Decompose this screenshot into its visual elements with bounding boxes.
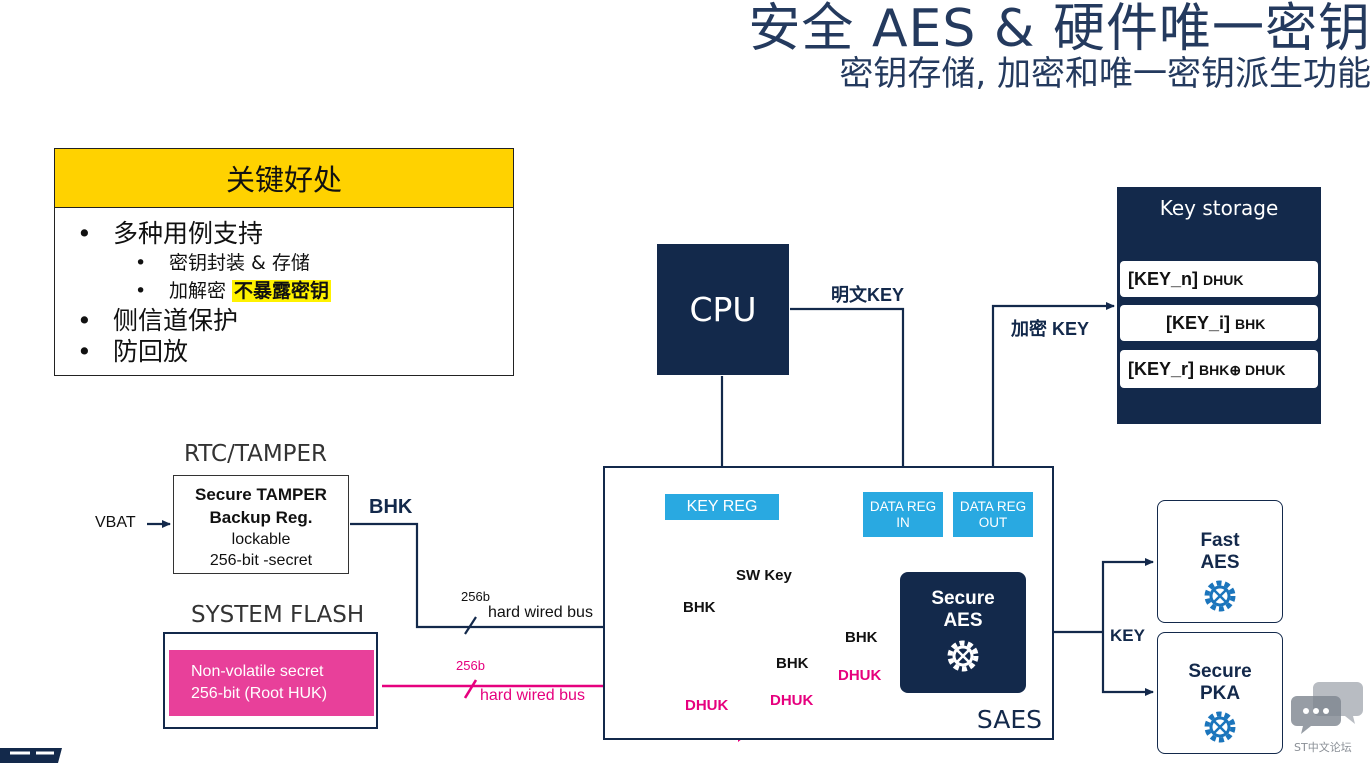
key-output-label: KEY xyxy=(1110,626,1145,645)
key-to-secure-pka-arrow xyxy=(1101,632,1154,696)
saes-dhuk-label-3: DHUK xyxy=(838,667,882,684)
key-to-fast-aes-arrow xyxy=(1101,558,1154,632)
bhk-bus-width: 256b xyxy=(461,589,490,604)
keygen-line-2: GEN xyxy=(643,682,667,694)
secure-pka-line-2: PKA xyxy=(1199,683,1241,704)
key-slot: [KEY_r] BHK⊕ DHUK xyxy=(1120,350,1318,388)
slide-title: 安全 AES & 硬件唯一密钥 xyxy=(748,0,1371,59)
benefit-item: 侧信道保护 xyxy=(77,305,513,336)
tamper-line-2: Backup Reg. xyxy=(209,508,313,527)
key-slot: [KEY_n] DHUK xyxy=(1120,261,1318,297)
plain-key-label: 明文KEY xyxy=(831,285,905,305)
secure-tamper-block: Secure TAMPER Backup Reg. lockable 256-b… xyxy=(173,475,349,574)
fast-aes-block: Fast AES xyxy=(1157,500,1283,623)
benefit-item: 防回放 xyxy=(77,336,513,367)
keygen-line-1: KEY xyxy=(643,669,666,681)
vbat-label: VBAT xyxy=(95,514,136,531)
key-benefits-box: 关键好处 多种用例支持 密钥封装 & 存储 加解密 不暴露密钥 侧信道保护 防回… xyxy=(54,148,514,376)
sw-key-label: SW Key xyxy=(736,567,792,584)
fast-aes-line-1: Fast xyxy=(1200,530,1240,551)
encrypted-key-label: 加密 KEY xyxy=(1011,319,1090,339)
huk-bus-width: 256b xyxy=(456,658,485,673)
fast-aes-line-2: AES xyxy=(1200,552,1240,573)
benefit-highlight: 不暴露密钥 xyxy=(232,280,332,302)
plain-key-arrow xyxy=(790,307,907,491)
saes-dhuk-label-1: DHUK xyxy=(685,697,729,714)
key-slot-name: [KEY_i] xyxy=(1166,313,1231,333)
key-slot-sub: DHUK xyxy=(1203,272,1244,288)
cpu-block: CPU xyxy=(657,244,789,375)
bhk-bus-slash xyxy=(464,616,477,635)
secure-aes-line-2: AES xyxy=(943,610,983,631)
tamper-line-1: Secure TAMPER xyxy=(195,485,327,504)
key-benefits-heading: 关键好处 xyxy=(55,149,513,208)
secure-pka-block: Secure PKA xyxy=(1157,632,1283,754)
huk-line-2: 256-bit (Root HUK) xyxy=(191,685,328,702)
st-logo-icon xyxy=(0,748,62,763)
bhk-bus-label: hard wired bus xyxy=(488,604,593,621)
key-slot-sub: BHK xyxy=(1235,316,1266,332)
gear-icon xyxy=(1204,580,1236,612)
encrypted-key-arrow xyxy=(991,302,1115,490)
data-reg-in: DATA REG IN xyxy=(863,492,943,537)
data-reg-out-line-2: OUT xyxy=(978,514,1008,530)
chat-bubble-icon xyxy=(1291,682,1363,734)
keygen-label: KEY GEN xyxy=(636,669,674,695)
rtc-tamper-label: RTC/TAMPER xyxy=(184,441,328,467)
slide-subtitle: 密钥存储, 加密和唯一密钥派生功能 xyxy=(839,54,1371,94)
data-reg-in-line-1: DATA REG xyxy=(869,498,937,514)
key-storage-title: Key storage xyxy=(1159,196,1279,220)
data-reg-out-line-1: DATA REG xyxy=(959,498,1027,514)
benefit-item: 多种用例支持 xyxy=(77,218,513,249)
saes-bhk-label-2: BHK xyxy=(776,655,809,672)
secure-aes-line-1: Secure xyxy=(931,588,995,609)
key-slot-sub: BHK⊕ DHUK xyxy=(1199,362,1286,378)
system-flash-block: Non-volatile secret 256-bit (Root HUK) xyxy=(163,632,378,729)
benefits-list: 多种用例支持 密钥封装 & 存储 加解密 不暴露密钥 侧信道保护 防回放 xyxy=(55,208,513,367)
watermark-text: ST中文论坛 xyxy=(1294,741,1352,754)
key-reg: KEY REG xyxy=(665,494,779,520)
data-reg-out: DATA REG OUT xyxy=(953,492,1033,537)
tamper-line-4: 256-bit -secret xyxy=(209,552,313,569)
gear-icon xyxy=(1204,711,1236,743)
secure-aes-block: Secure AES xyxy=(900,572,1026,693)
saes-label: SAES xyxy=(976,705,1042,734)
benefit-subitem: 密钥封装 & 存储 xyxy=(77,249,513,277)
benefit-subitem-prefix: 加解密 xyxy=(169,280,233,302)
bhk-label: BHK xyxy=(369,496,413,518)
key-slot-name: [KEY_r] xyxy=(1128,359,1195,379)
huk-line-1: Non-volatile secret xyxy=(191,663,324,680)
saes-bhk-label-3: BHK xyxy=(845,629,878,646)
system-flash-label: SYSTEM FLASH xyxy=(191,602,365,628)
key-storage-block: Key storage [KEY_n] DHUK [KEY_i] BHK [KE… xyxy=(1117,187,1321,424)
saes-bhk-label-1: BHK xyxy=(683,599,716,616)
benefit-subitem: 加解密 不暴露密钥 xyxy=(77,277,513,305)
huk-bus-label: hard wired bus xyxy=(480,687,585,704)
data-reg-in-line-2: IN xyxy=(896,514,910,530)
huk-bus-slash xyxy=(463,679,478,699)
key-slot: [KEY_i] BHK xyxy=(1120,305,1318,341)
root-huk-block: Non-volatile secret 256-bit (Root HUK) xyxy=(169,650,374,716)
secure-pka-line-1: Secure xyxy=(1188,661,1252,682)
saes-dhuk-label-2: DHUK xyxy=(770,692,814,709)
gear-icon xyxy=(947,640,979,672)
tamper-line-3: lockable xyxy=(231,531,291,548)
key-slot-name: [KEY_n] xyxy=(1128,269,1199,289)
